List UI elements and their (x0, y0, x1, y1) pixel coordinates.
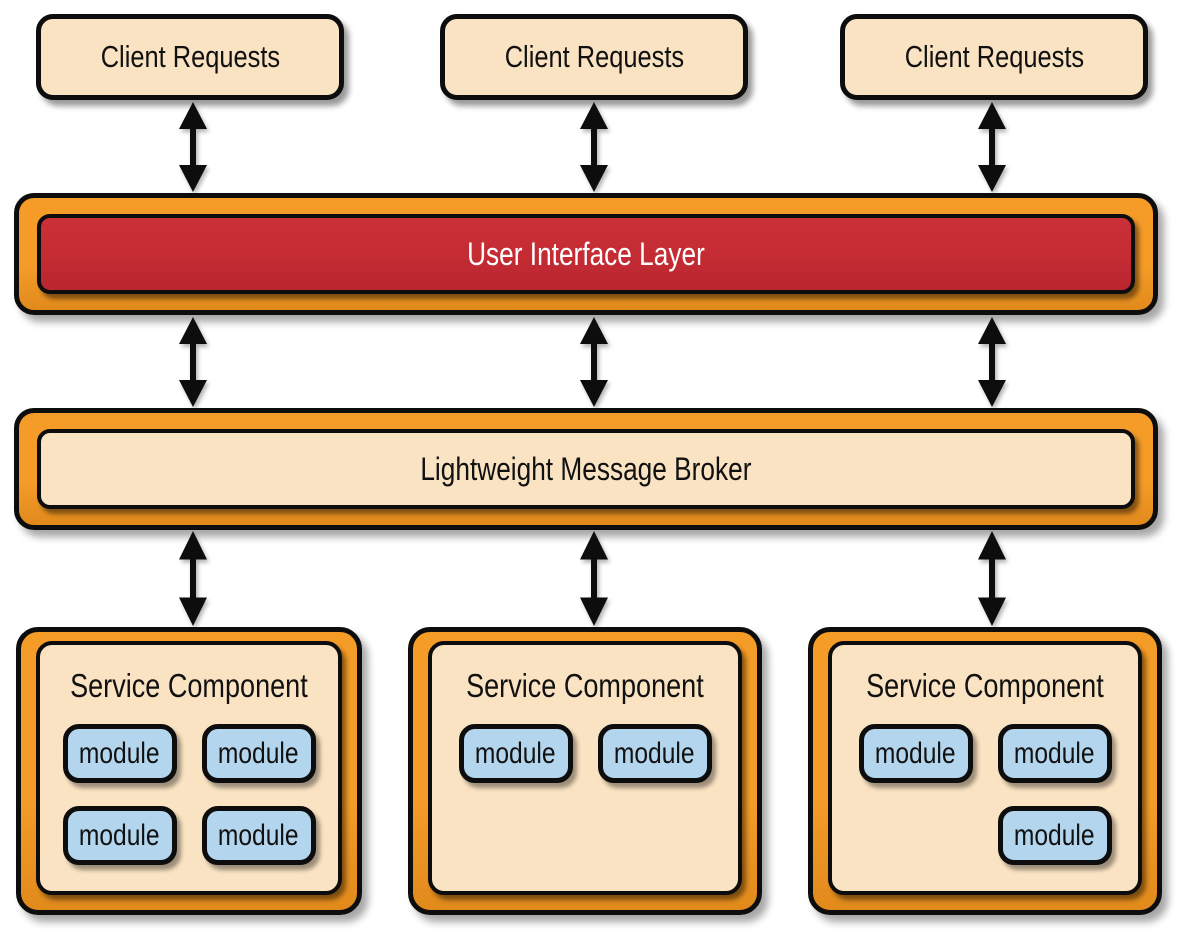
module-grid: module module module (858, 724, 1112, 865)
message-broker-frame: Lightweight Message Broker (14, 408, 1158, 530)
client-requests-box-2: Client Requests (440, 14, 748, 100)
bidirectional-arrow-icon (577, 101, 611, 193)
bidirectional-arrow-icon (975, 316, 1009, 408)
bidirectional-arrow-icon (577, 530, 611, 627)
module-box: module (201, 806, 316, 865)
client-requests-label: Client Requests (504, 39, 684, 74)
bidirectional-arrow-icon (176, 316, 210, 408)
client-requests-box-1: Client Requests (36, 14, 344, 100)
module-box: module (62, 724, 177, 783)
ui-layer-bar: User Interface Layer (37, 214, 1135, 294)
module-box: module (997, 806, 1112, 865)
service-component-title: Service Component (866, 667, 1104, 704)
service-component-inner: Service Component module module module m… (36, 641, 342, 895)
module-box: module (201, 724, 316, 783)
bidirectional-arrow-icon (176, 101, 210, 193)
ui-layer-label: User Interface Layer (467, 235, 705, 272)
service-component-title: Service Component (466, 667, 704, 704)
module-box: module (858, 724, 973, 783)
service-component-inner: Service Component module module module (828, 641, 1142, 895)
bidirectional-arrow-icon (176, 530, 210, 627)
service-component-box-1: Service Component module module module m… (16, 627, 362, 915)
module-box: module (62, 806, 177, 865)
bidirectional-arrow-icon (975, 101, 1009, 193)
module-box: module (597, 724, 712, 783)
bidirectional-arrow-icon (577, 316, 611, 408)
client-requests-box-3: Client Requests (840, 14, 1148, 100)
service-component-box-2: Service Component module module (408, 627, 762, 915)
client-requests-label: Client Requests (100, 39, 280, 74)
service-component-box-3: Service Component module module module (808, 627, 1162, 915)
module-box: module (458, 724, 573, 783)
module-grid: module module (458, 724, 712, 783)
service-component-title: Service Component (70, 667, 308, 704)
bidirectional-arrow-icon (975, 530, 1009, 627)
ui-layer-frame: User Interface Layer (14, 193, 1158, 315)
module-grid: module module module module (62, 724, 316, 865)
client-requests-label: Client Requests (904, 39, 1084, 74)
service-component-inner: Service Component module module (428, 641, 742, 895)
module-box: module (997, 724, 1112, 783)
message-broker-bar: Lightweight Message Broker (37, 429, 1135, 509)
message-broker-label: Lightweight Message Broker (420, 450, 752, 487)
